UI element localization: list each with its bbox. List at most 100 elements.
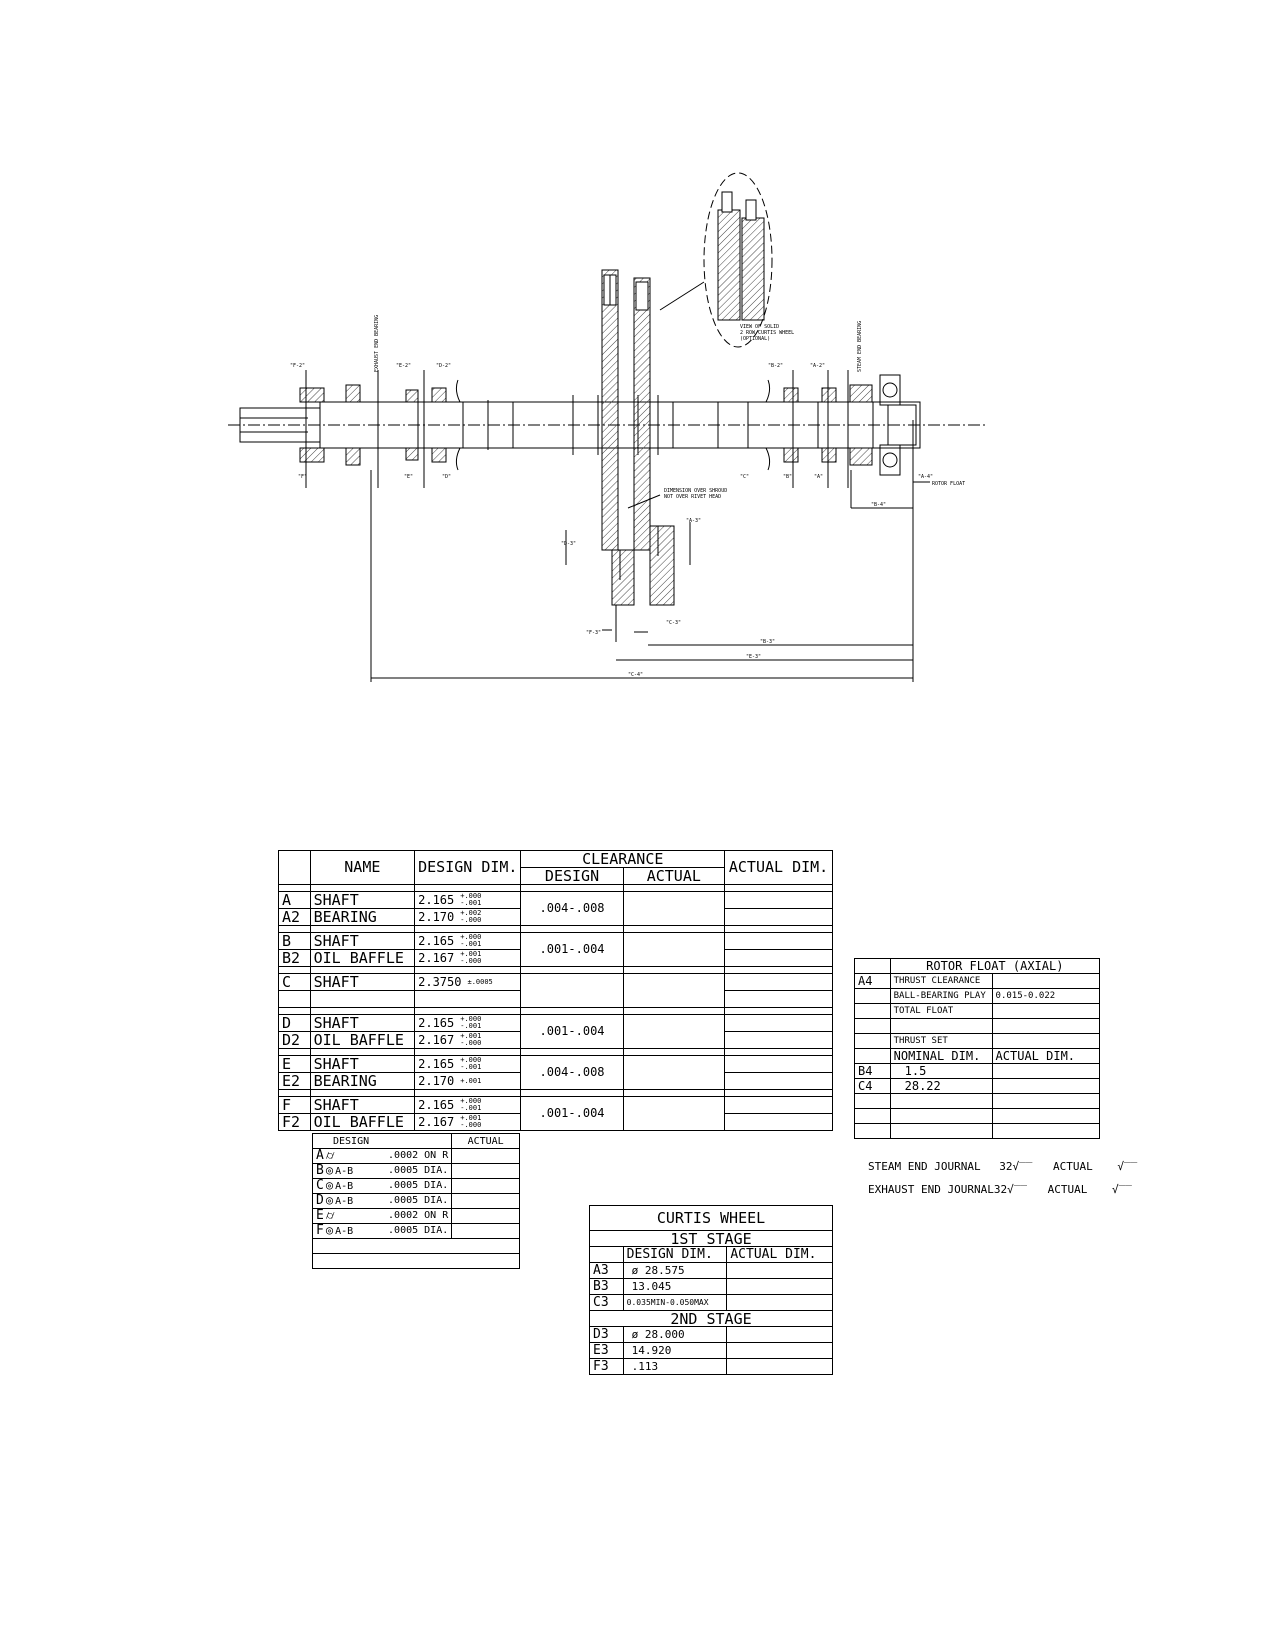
row-id: A4 — [854, 973, 891, 989]
b4-value: 1.5 — [889, 1063, 993, 1079]
stage-1-title: 1ST STAGE — [589, 1230, 833, 1247]
nominal-dim-header: NOMINAL DIM. — [889, 1048, 993, 1064]
runout-value: .0002 ON R — [388, 1210, 449, 1221]
table-row: F◎A-B.0005 DIA. — [311, 1223, 520, 1239]
clearance-actual — [622, 973, 726, 1008]
part-name: SHAFT — [309, 932, 416, 950]
actual-dim — [724, 1096, 833, 1114]
design-dim-value: 2.170 — [418, 1073, 455, 1088]
thrust-clearance-value — [991, 973, 1101, 989]
detail-note-line3: (OPTIONAL) — [740, 336, 770, 342]
detail-note-line1: VIEW OF SOLID — [740, 324, 779, 330]
wheel-rim-stage-1 — [611, 549, 635, 606]
part-name: OIL BAFFLE — [309, 1113, 416, 1131]
steam-end-journal-label: STEAM END JOURNAL — [868, 1160, 981, 1173]
oil-baffle-d — [431, 387, 447, 403]
exhaust-end-journal-note: EXHAUST END JOURNAL32√‾‾ ACTUAL √‾‾ — [868, 1183, 1132, 1196]
dim-label-d2: "D-2" — [436, 363, 451, 369]
clearance-design: .004-.008 — [520, 1055, 624, 1090]
runout-label: E — [316, 1208, 324, 1223]
actual-dim-header: ACTUAL DIM. — [726, 1246, 833, 1263]
part-name: BEARING — [309, 908, 416, 926]
runout-label: D — [316, 1193, 324, 1208]
thrust-set-label: THRUST SET — [889, 1033, 993, 1049]
part-name: SHAFT — [309, 1055, 416, 1073]
actual-dim — [724, 1031, 833, 1049]
runout-spec: A⌭.0002 ON R — [311, 1148, 453, 1164]
row-id: A3 — [589, 1262, 624, 1279]
design-dim: 2.3750±.0005 — [414, 973, 522, 991]
design-dim — [414, 990, 522, 1008]
design-dim: 2.165+.000-.001 — [414, 1096, 522, 1114]
tolerance: +.001 — [460, 1077, 481, 1085]
actual-dim — [724, 908, 833, 926]
dim-label-a2: "A-2" — [810, 363, 825, 369]
actual-dim-header: ACTUAL DIM. — [991, 1048, 1101, 1064]
rotor-float-label: ROTOR FLOAT — [932, 481, 965, 487]
runout-design-header: DESIGN — [311, 1133, 453, 1149]
row-id: D2 — [278, 1031, 311, 1049]
bearing-e — [821, 387, 837, 403]
design-dim: 2.170+.002-.000 — [414, 908, 522, 926]
tolerance-upper: +.001 — [460, 950, 482, 958]
dim-label-e: "E" — [404, 474, 413, 480]
design-dim: 2.165 +.000-.001 — [414, 1055, 522, 1073]
design-dim: ø 28.000 — [622, 1326, 728, 1343]
table-row: C◎A-B.0005 DIA. — [311, 1178, 520, 1194]
clearance-design: .001-.004 — [520, 932, 624, 967]
clearance-actual — [622, 1014, 726, 1049]
tolerance: +.000-.001 — [460, 934, 481, 948]
tolerance-upper: +.000 — [460, 1015, 482, 1023]
design-dim: 2.167+.001-.000 — [414, 949, 522, 967]
table-row: E⌭.0002 ON R — [311, 1208, 520, 1224]
actual-dim — [724, 1072, 833, 1090]
tolerance-symbol-icon: ◎ — [325, 1223, 334, 1237]
dim-label-c4: "C-4" — [628, 672, 643, 678]
design-dim-value: 2.165 — [418, 1056, 455, 1071]
actual-dim — [724, 891, 833, 909]
row-id: C — [278, 973, 311, 991]
surface-finish-icon: √‾‾ — [1111, 1183, 1132, 1196]
clearance-design-header: DESIGN — [520, 867, 624, 885]
oil-baffle-b — [345, 384, 361, 403]
dim-label-d: "D" — [442, 474, 451, 480]
clearance-actual — [622, 1055, 726, 1090]
tolerance: +.000-.001 — [460, 1016, 481, 1030]
actual-label: ACTUAL — [1052, 1160, 1093, 1173]
surface-finish-icon: √‾‾ — [1117, 1160, 1138, 1173]
tolerance-upper: +.000 — [460, 892, 482, 900]
design-dim-value: 2.3750 — [418, 974, 462, 989]
detail-view-ellipse — [703, 172, 773, 348]
design-dim-value: 2.165 — [418, 892, 455, 907]
runout-value: .0005 DIA. — [388, 1180, 449, 1191]
actual-dim — [726, 1262, 833, 1279]
tolerance-lower: -.001 — [460, 940, 482, 948]
runout-actual — [451, 1148, 520, 1164]
tolerance-lower: -.001 — [460, 1063, 482, 1071]
runout-value: .0002 ON R — [388, 1150, 449, 1161]
dim-label-b2: "B-2" — [768, 363, 783, 369]
design-dim: 13.045 — [622, 1278, 728, 1295]
runout-value: .0005 DIA. — [388, 1195, 449, 1206]
design-dim: 2.165+.000-.001 — [414, 891, 522, 909]
tolerance-symbol-icon: ⌭ — [325, 1148, 335, 1162]
part-name: OIL BAFFLE — [309, 1031, 416, 1049]
curtis-wheel-stage-1 — [601, 269, 619, 551]
row-id: D — [278, 1014, 311, 1032]
tolerance-symbol-icon: ◎ — [325, 1178, 334, 1192]
actual-dim — [724, 973, 833, 991]
ball-bearing-play-value: 0.015-0.022 — [991, 988, 1101, 1004]
thrust-clearance-label: THRUST CLEARANCE — [889, 973, 993, 989]
row-id: E2 — [278, 1072, 311, 1090]
exhaust-end-journal-label: EXHAUST END JOURNAL — [868, 1183, 994, 1196]
design-dim-value: 2.167 — [418, 1032, 455, 1047]
tolerance: +.000-.001 — [460, 1057, 481, 1071]
part-name — [309, 990, 416, 1008]
